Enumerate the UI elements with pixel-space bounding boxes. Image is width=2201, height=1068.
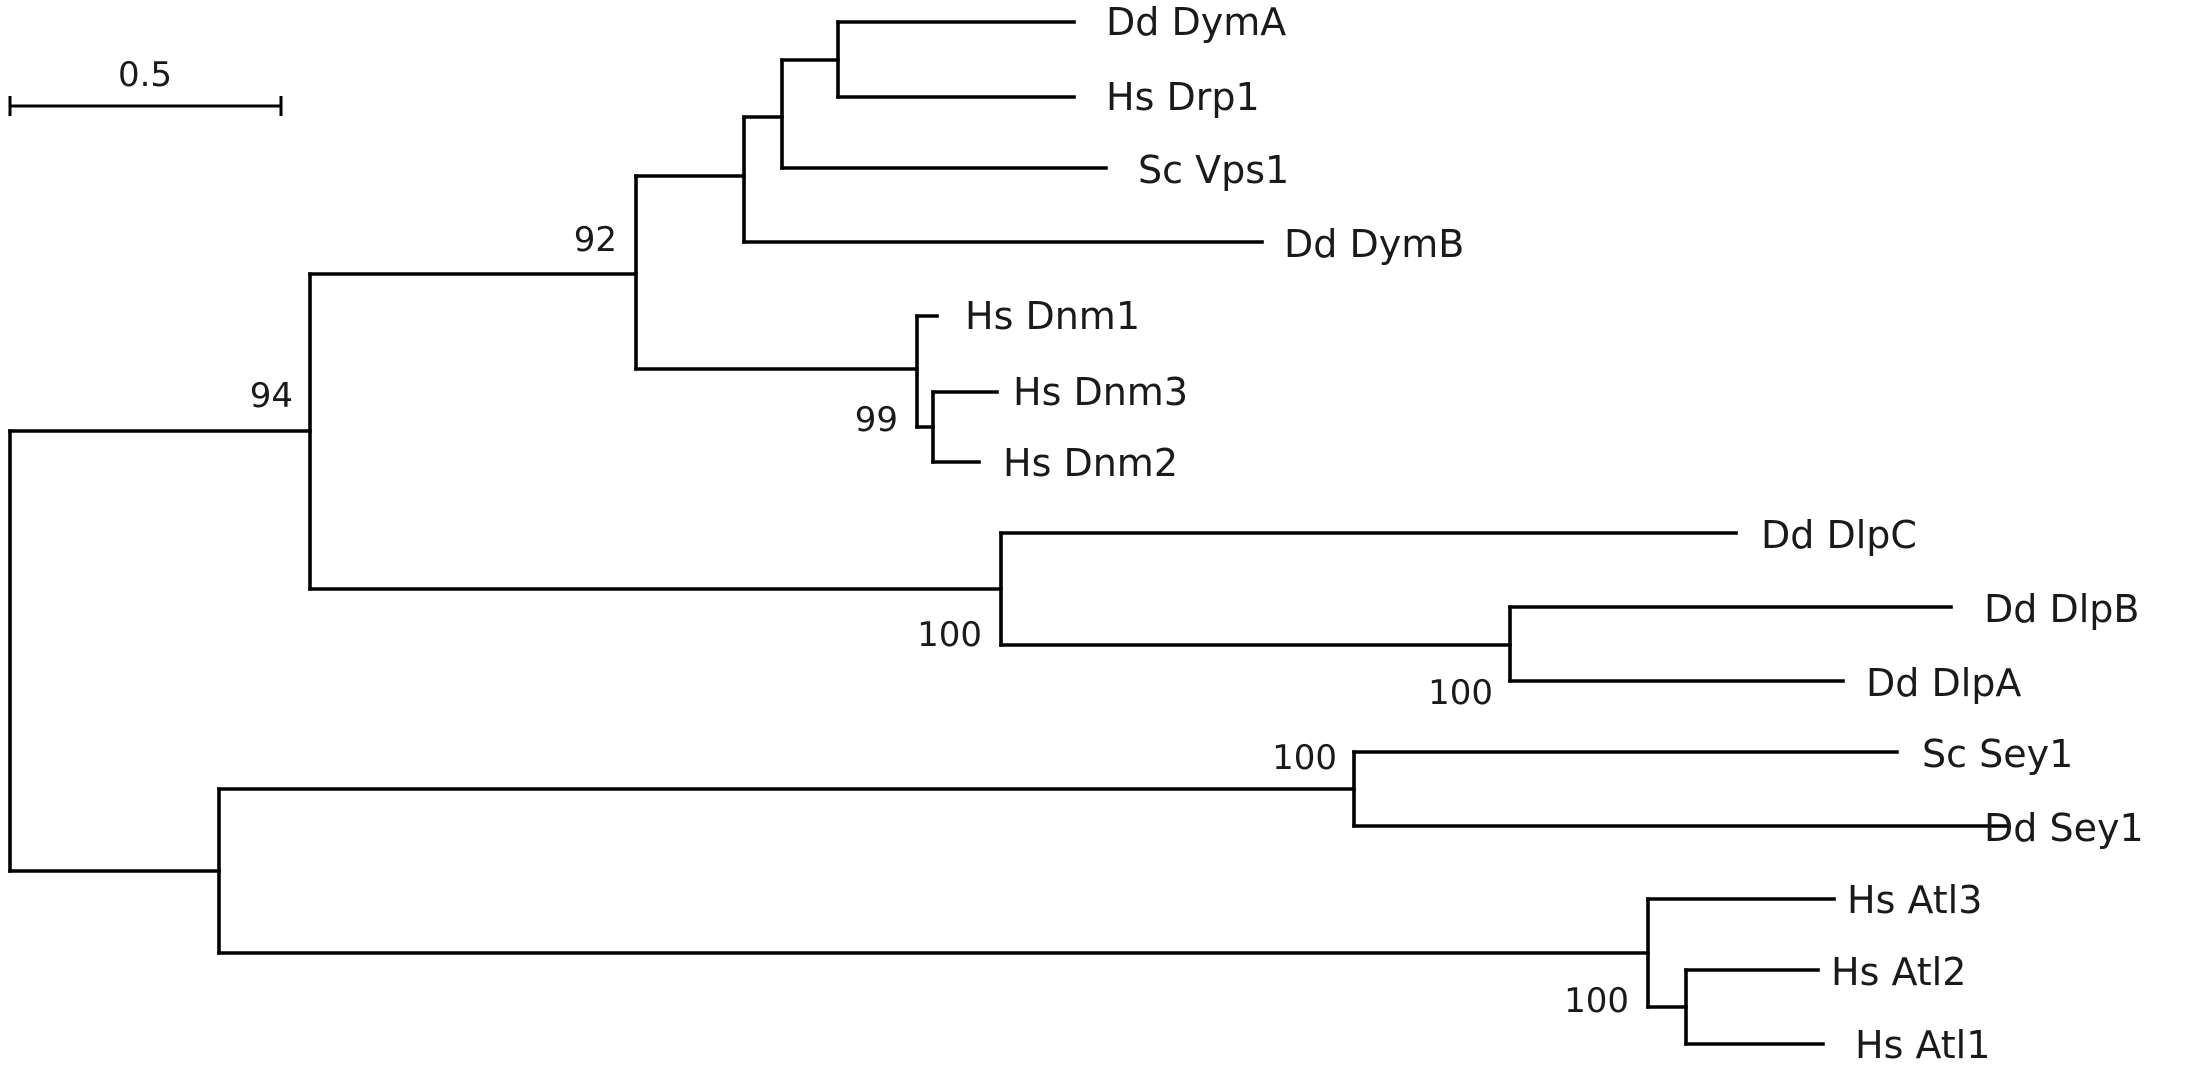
leaf-label-dd-dlpa: Dd DlpA — [1866, 661, 2021, 705]
support-value-100-atl: 100 — [1564, 981, 1629, 1021]
leaf-label-hs-dnm3: Hs Dnm3 — [1013, 370, 1188, 414]
leaf-label-sc-vps1: Sc Vps1 — [1138, 148, 1289, 192]
support-value-100-dlpab: 100 — [1428, 673, 1493, 713]
support-values: 92 94 99 100 100 100 100 — [250, 220, 1629, 1021]
leaf-label-hs-atl3: Hs Atl3 — [1847, 878, 1982, 922]
leaf-label-sc-sey1: Sc Sey1 — [1922, 732, 2073, 776]
leaf-label-dd-dymb: Dd DymB — [1284, 222, 1464, 266]
leaf-label-dd-dyma: Dd DymA — [1106, 0, 1286, 44]
leaf-label-dd-dlpb: Dd DlpB — [1984, 587, 2139, 631]
scale-bar-label: 0.5 — [118, 55, 172, 95]
leaf-label-hs-atl1: Hs Atl1 — [1855, 1023, 1990, 1067]
support-value-92: 92 — [574, 220, 617, 260]
leaf-labels: Dd DymA Hs Drp1 Sc Vps1 Dd DymB Hs Dnm1 … — [965, 0, 2144, 1067]
support-value-94: 94 — [250, 376, 293, 416]
support-value-100-sey: 100 — [1272, 738, 1337, 778]
leaf-label-hs-atl2: Hs Atl2 — [1831, 950, 1966, 994]
leaf-label-hs-drp1: Hs Drp1 — [1106, 75, 1260, 119]
scale-bar: 0.5 — [8, 55, 283, 116]
leaf-label-hs-dnm1: Hs Dnm1 — [965, 294, 1140, 338]
leaf-label-hs-dnm2: Hs Dnm2 — [1003, 441, 1178, 485]
leaf-label-dd-sey1: Dd Sey1 — [1984, 806, 2144, 850]
support-value-100-dlp: 100 — [917, 615, 982, 655]
branches — [8, 20, 2008, 1046]
leaf-label-dd-dlpc: Dd DlpC — [1761, 513, 1917, 557]
support-value-99: 99 — [855, 400, 898, 440]
